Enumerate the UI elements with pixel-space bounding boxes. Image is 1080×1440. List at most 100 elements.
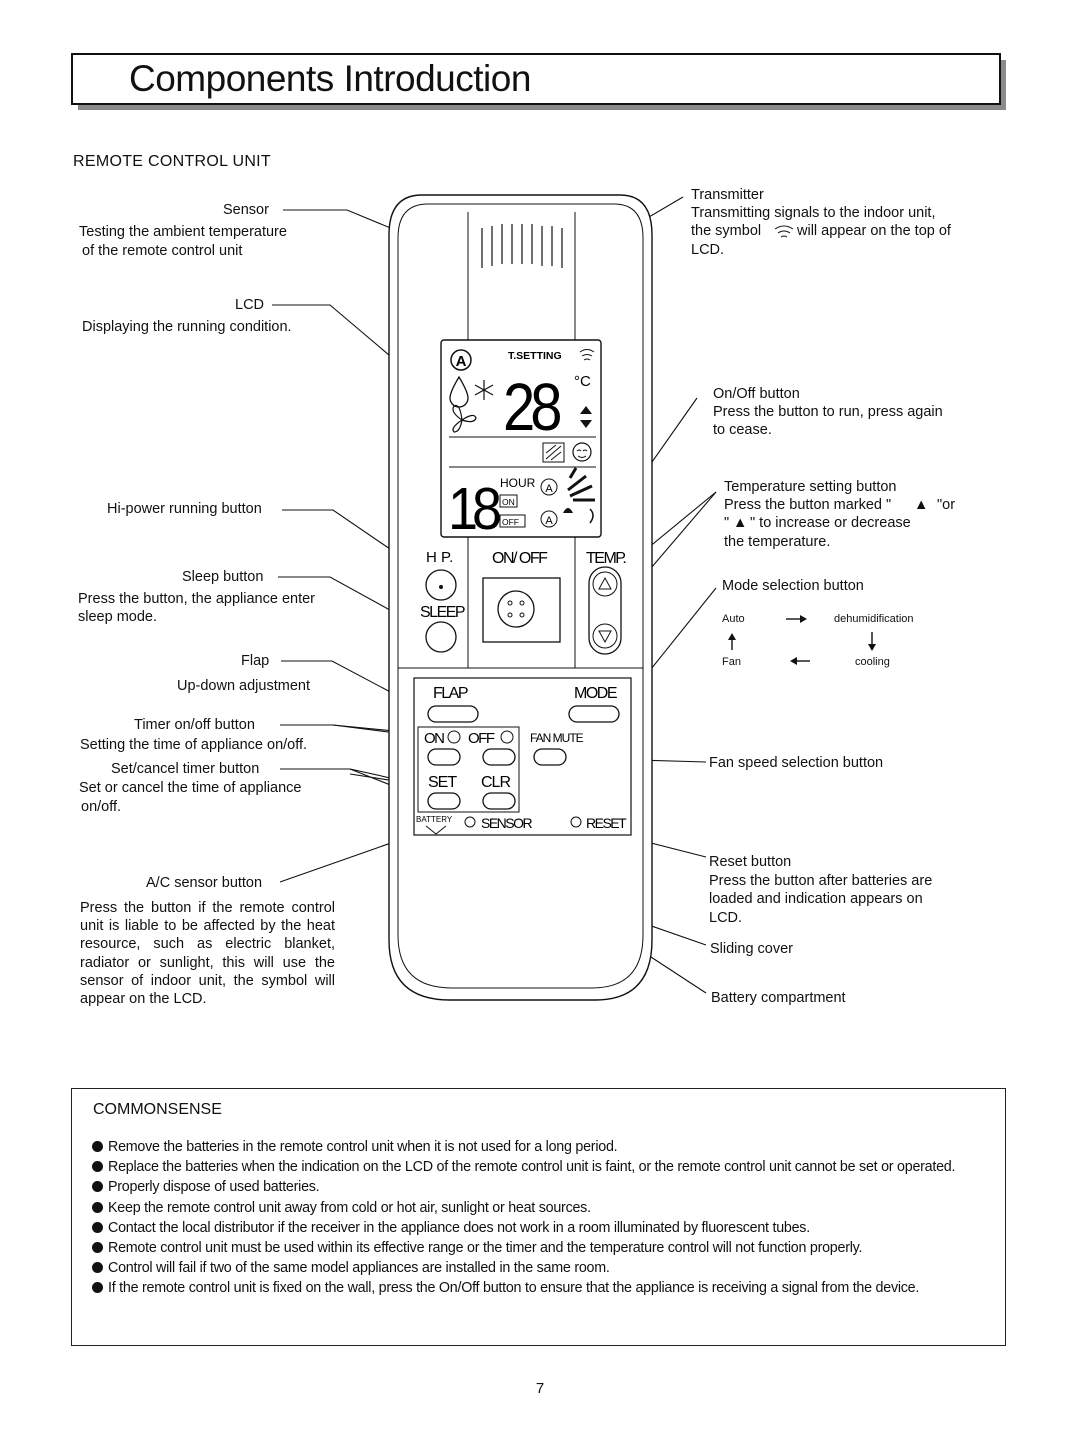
list-item: Remote control unit must be used within … (92, 1238, 997, 1258)
sleep-desc-1: Press the button, the appliance enter (78, 591, 315, 607)
transmit-icon (774, 225, 794, 238)
lcd-screen: A T.SETTING 28 °C 18 HOUR ON OFF A A (440, 339, 602, 543)
transmitter-label: Transmitter (691, 187, 764, 203)
settimer-desc-1: Set or cancel the time of appliance (79, 780, 302, 796)
svg-text:RESET: RESET (586, 815, 627, 831)
reset-desc-2: loaded and indication appears on (709, 891, 923, 907)
svg-text:CLR: CLR (481, 774, 510, 791)
sleep-desc-2: sleep mode. (78, 609, 157, 625)
mode-auto: Auto (722, 613, 745, 625)
svg-text:A: A (545, 515, 553, 527)
acsensor-desc: Press the button if the remote control u… (80, 900, 335, 1008)
cover-label: Sliding cover (710, 941, 794, 957)
mode-cooling: cooling (855, 656, 890, 668)
transmitter-slots (481, 224, 563, 268)
svg-text:ON: ON (502, 497, 515, 507)
reset-label: Reset button (709, 854, 792, 870)
temp-desc-3: the temperature. (724, 534, 831, 550)
transmitter-desc-2a: the symbol (691, 223, 762, 239)
bullet-icon (92, 1201, 103, 1213)
flap-desc: Up-down adjustment (177, 678, 310, 694)
fanspeed-label: Fan speed selection button (709, 755, 884, 771)
mode-cycle-arrows (728, 615, 876, 665)
svg-text:28: 28 (503, 370, 561, 445)
svg-text:A: A (545, 483, 553, 495)
list-item: Remove the batteries in the remote contr… (92, 1137, 997, 1157)
sensor-desc-2: of the remote control unit (82, 243, 243, 259)
battery-label: Battery compartment (711, 990, 846, 1006)
reset-desc-3: LCD. (709, 910, 743, 926)
arrow-up-icon (728, 633, 736, 640)
mode-dehumid: dehumidification (834, 613, 914, 625)
fan-mode-icon (452, 404, 477, 433)
svg-text:SENSOR: SENSOR (481, 815, 533, 831)
arrow-down-icon (868, 644, 876, 651)
svg-text:ON/ OFF: ON/ OFF (492, 550, 548, 567)
sensor-desc-1: Testing the ambient temperature (79, 224, 287, 240)
svg-text:ON: ON (424, 730, 444, 747)
lower-panel: FLAP MODE ON OFF FAN MUTE SET CLR BATTER… (413, 677, 632, 836)
bullet-icon (92, 1282, 103, 1294)
svg-text:MODE: MODE (574, 685, 617, 702)
svg-text:FLAP: FLAP (433, 685, 468, 702)
up-triangle-icon-2: ▲ (733, 515, 748, 531)
commonsense-list: Remove the batteries in the remote contr… (92, 1137, 997, 1299)
temp-desc-2b: " to increase or decrease (750, 515, 911, 531)
list-item: Keep the remote control unit away from c… (92, 1198, 997, 1218)
cool-icon (474, 380, 494, 400)
timer-desc: Setting the time of appliance on/off. (80, 737, 308, 753)
list-item: Properly dispose of used batteries. (92, 1177, 997, 1197)
onoff-label: On/Off button (713, 386, 800, 402)
svg-text:HOUR: HOUR (500, 476, 536, 490)
acsensor-label: A/C sensor button (146, 875, 263, 891)
bullet-icon (92, 1181, 103, 1193)
sensor-label: Sensor (223, 202, 269, 218)
lcd-label: LCD (235, 297, 265, 313)
bullet-icon (92, 1161, 103, 1173)
svg-text:T.SETTING: T.SETTING (508, 350, 562, 362)
arrow-right-icon (800, 615, 807, 623)
page-title: Components Introduction (129, 58, 531, 99)
svg-text:TEMP.: TEMP. (586, 550, 625, 567)
hipower-label: Hi-power running button (107, 501, 262, 517)
svg-text:FAN MUTE: FAN MUTE (530, 731, 584, 745)
title-box: Components Introduction (71, 53, 1001, 105)
svg-text:SET: SET (428, 774, 457, 791)
svg-text:H P.: H P. (426, 549, 453, 566)
commonsense-title: COMMONSENSE (93, 1101, 222, 1118)
mode-label: Mode selection button (722, 578, 864, 594)
bullet-icon (92, 1221, 103, 1233)
flap-label: Flap (241, 653, 270, 669)
svg-text:OFF: OFF (468, 730, 495, 747)
temp-desc-2a: " (724, 515, 730, 531)
svg-text:SLEEP: SLEEP (420, 604, 465, 621)
bullet-icon (92, 1242, 103, 1254)
reset-desc-1: Press the button after batteries are (709, 873, 933, 889)
settimer-desc-2: on/off. (81, 799, 122, 815)
transmitter-desc-2b: will appear on the top of (797, 223, 951, 239)
svg-text:OFF: OFF (502, 517, 519, 527)
bullet-icon (92, 1141, 103, 1152)
page-number: 7 (535, 1380, 545, 1397)
transmitter-desc-3: LCD. (691, 242, 725, 258)
temp-desc-1a: Press the button marked " (724, 497, 892, 513)
transmitter-desc-1: Transmitting signals to the indoor unit, (691, 205, 936, 221)
sleep-label: Sleep button (182, 569, 264, 585)
list-item: If the remote control unit is fixed on t… (92, 1278, 997, 1298)
remote-diagram: A T.SETTING 28 °C 18 HOUR ON OFF A A (272, 194, 717, 1001)
lcd-desc: Displaying the running condition. (82, 319, 292, 335)
up-triangle-icon: ▲ (914, 497, 929, 513)
mode-fan: Fan (722, 656, 741, 668)
svg-text:18: 18 (448, 477, 501, 543)
arrow-left-icon (790, 657, 797, 665)
settimer-label: Set/cancel timer button (111, 761, 260, 777)
svg-text:°C: °C (574, 373, 591, 390)
timer-label: Timer on/off button (134, 717, 255, 733)
svg-text:A: A (456, 353, 467, 370)
upper-buttons: H P. ON/ OFF TEMP. SLEEP (420, 549, 627, 655)
temp-label: Temperature setting button (724, 479, 897, 495)
onoff-desc-1: Press the button to run, press again (713, 404, 943, 420)
list-item: Replace the batteries when the indicatio… (92, 1157, 997, 1177)
onoff-desc-2: to cease. (713, 422, 772, 438)
list-item: Control will fail if two of the same mod… (92, 1258, 997, 1278)
